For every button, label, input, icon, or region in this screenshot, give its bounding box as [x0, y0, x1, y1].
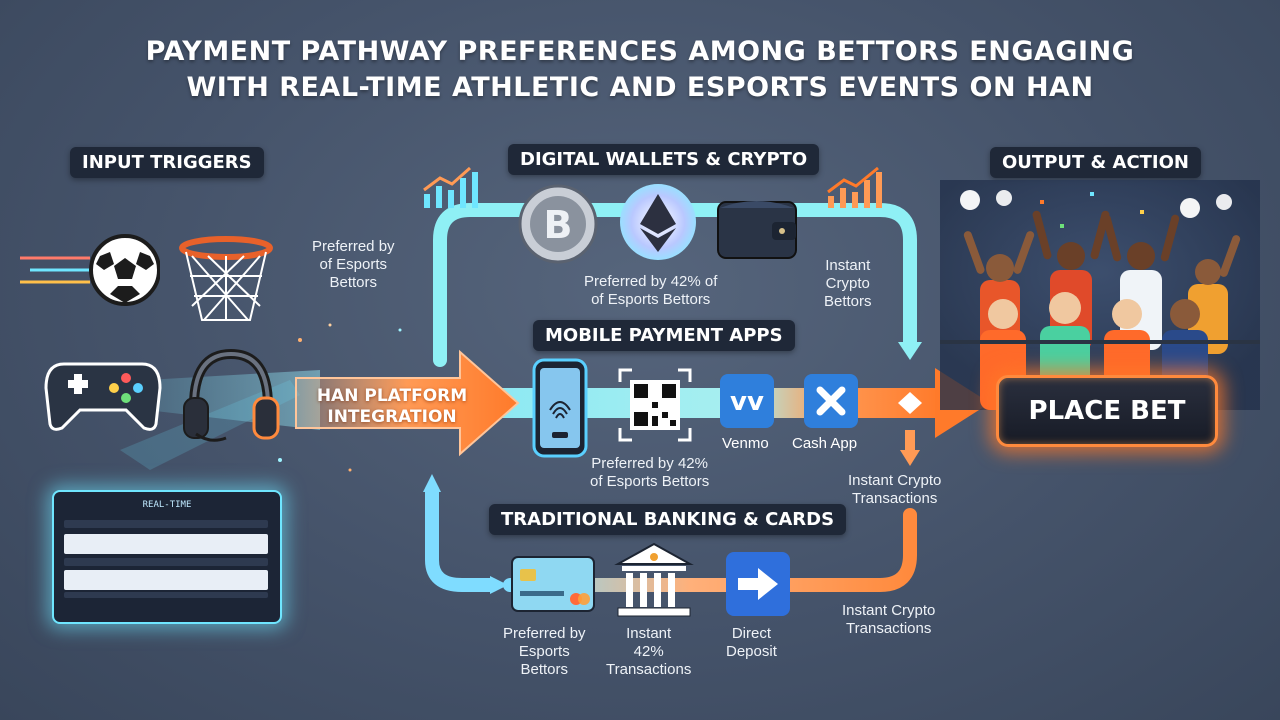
- ethereum-icon: [618, 182, 698, 262]
- note-direct-deposit: Direct Deposit: [726, 625, 777, 660]
- note-bank-instant: Instant 42% Transactions: [606, 625, 692, 678]
- basketball-hoop-icon: [178, 236, 274, 326]
- venmo-icon: vv: [720, 374, 774, 428]
- bitcoin-icon: B: [518, 184, 598, 264]
- note-instant-crypto-top: Instant Crypto Bettors: [824, 257, 872, 310]
- headset-icon: [182, 346, 280, 446]
- cash-app-icon: [804, 374, 858, 428]
- growth-chart-icon: [824, 164, 890, 210]
- growth-chart-icon: [420, 164, 486, 210]
- svg-text:B: B: [544, 203, 573, 247]
- crowd-cheering-icon: [940, 180, 1260, 410]
- venmo-label: Venmo: [722, 435, 769, 452]
- note-instant-crypto-mid: Instant Crypto Transactions: [848, 472, 942, 507]
- section-output-action: OUTPUT & ACTION: [990, 147, 1201, 178]
- place-bet-button[interactable]: PLACE BET: [996, 375, 1218, 447]
- section-input-triggers: INPUT TRIGGERS: [70, 147, 264, 178]
- han-platform-label: HAN PLATFORM INTEGRATION: [316, 386, 468, 427]
- note-left-preferred: Preferred by of Esports Bettors: [312, 238, 395, 291]
- title-line-2: WITH REAL-TIME ATHLETIC AND ESPORTS EVEN…: [186, 72, 1094, 103]
- wallet-icon: [716, 194, 798, 260]
- direct-deposit-icon: [726, 552, 790, 616]
- smartphone-fingerprint-icon: [532, 358, 588, 458]
- note-mobile-preferred: Preferred by 42% of Esports Bettors: [590, 455, 710, 490]
- real-time-dashboard: REAL-TIME: [52, 490, 282, 624]
- section-traditional-banking: TRADITIONAL BANKING & CARDS: [489, 504, 847, 535]
- section-mobile-payment: MOBILE PAYMENT APPS: [533, 320, 795, 351]
- note-instant-crypto-bottom: Instant Crypto Transactions: [842, 602, 936, 637]
- note-bank-preferred: Preferred by Esports Bettors: [503, 625, 586, 678]
- title-line-1: PAYMENT PATHWAY PREFERENCES AMONG BETTOR…: [145, 36, 1135, 67]
- cash-app-label: Cash App: [792, 435, 858, 452]
- section-digital-wallets: DIGITAL WALLETS & CRYPTO: [508, 144, 820, 175]
- page-title: PAYMENT PATHWAY PREFERENCES AMONG BETTOR…: [0, 34, 1280, 106]
- note-wallet-preferred: Preferred by 42% of of Esports Bettors: [584, 273, 718, 308]
- dashboard-title: REAL-TIME: [142, 500, 192, 510]
- bank-icon: [614, 540, 694, 620]
- credit-card-icon: [510, 555, 596, 613]
- qr-code-icon: [618, 368, 692, 442]
- soccer-ball-icon: [20, 228, 160, 318]
- svg-text:vv: vv: [730, 387, 764, 417]
- game-controller-icon: [44, 358, 162, 434]
